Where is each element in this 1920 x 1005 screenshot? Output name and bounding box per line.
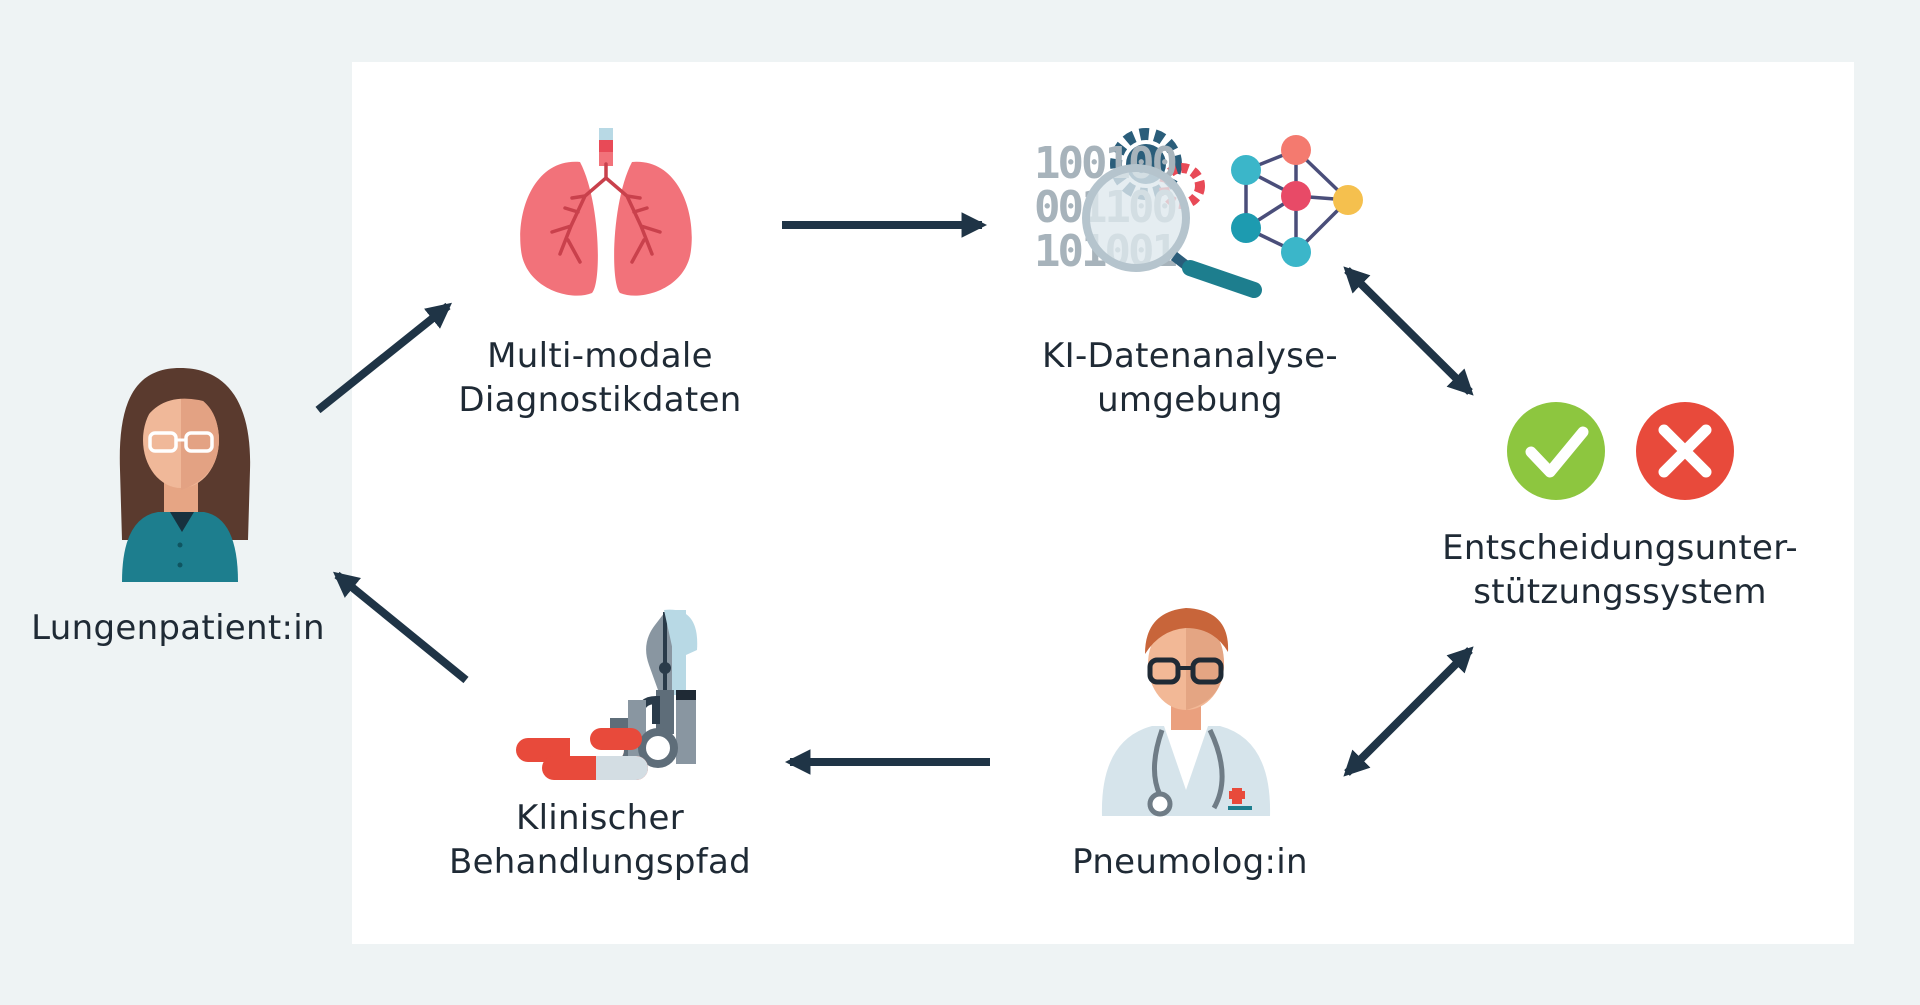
arrow-patient-to-data — [315, 302, 452, 414]
dss-label-line2: stützungssystem — [1473, 572, 1767, 612]
ai-label-line1: KI-Datenanalyse- — [1042, 336, 1338, 376]
magnifier-icon — [1082, 164, 1262, 298]
path-label-line2: Behandlungspfad — [448, 842, 752, 882]
data-label-line1: Multi-modale — [487, 336, 713, 376]
arrow-path-to-patient — [333, 571, 469, 684]
pneumo-label-text: Pneumolog:in — [1072, 842, 1308, 882]
data-label-line2: Diagnostikdaten — [458, 380, 742, 420]
patient-label: Lungenpatient:in — [18, 606, 338, 650]
path-label-line1: Klinischer — [515, 798, 685, 838]
lungs-icon — [520, 128, 692, 296]
data-label: Multi-modale Diagnostikdaten — [420, 334, 780, 422]
neural-network-icon — [1231, 135, 1363, 267]
arrow-ai-dss — [1343, 266, 1474, 396]
check-icon — [1507, 402, 1605, 500]
dss-label: Entscheidungsunter- stützungssystem — [1420, 526, 1820, 614]
patient-icon — [119, 368, 251, 582]
ai-label: KI-Datenanalyse- umgebung — [1000, 334, 1380, 422]
path-label: Klinischer Behandlungspfad — [420, 796, 780, 884]
cross-icon — [1636, 402, 1734, 500]
treatment-path-icon — [516, 609, 698, 780]
patient-label-text: Lungenpatient:in — [31, 608, 325, 648]
pneumo-label: Pneumolog:in — [1020, 840, 1360, 884]
ai-analysis-icon: 100100 001100 101001 — [1034, 128, 1363, 298]
dss-label-line1: Entscheidungsunter- — [1442, 528, 1798, 568]
arrow-dss-pneumo — [1343, 646, 1474, 777]
pneumologist-icon — [1101, 608, 1271, 817]
ai-label-line2: umgebung — [1097, 380, 1283, 420]
